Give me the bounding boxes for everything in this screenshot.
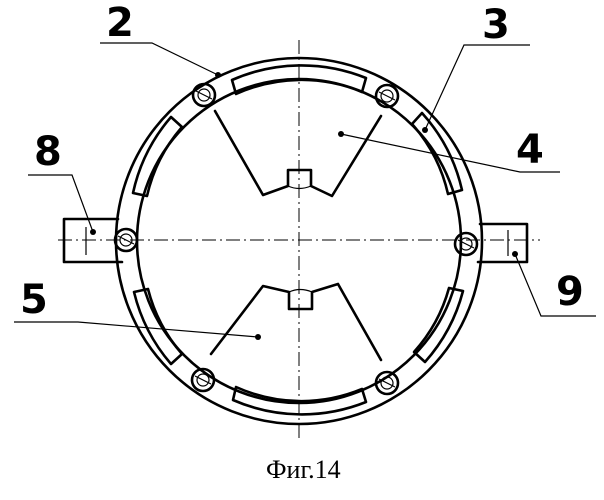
slot-upper-right: [412, 113, 462, 194]
upper-jaw: [215, 111, 381, 196]
figure-caption: Фиг.14: [266, 455, 341, 484]
label-5: 5: [20, 277, 48, 323]
leader-lines: [14, 43, 596, 337]
label-3: 3: [482, 2, 510, 48]
lower-jaw: [211, 284, 381, 360]
slot-lower-left: [134, 289, 182, 364]
label-8: 8: [34, 129, 62, 175]
screw-right: [455, 233, 477, 255]
label-9: 9: [556, 269, 584, 315]
label-2: 2: [106, 0, 134, 46]
right-bracket: [478, 224, 527, 262]
label-4: 4: [516, 127, 544, 173]
screw-top-left: [193, 84, 215, 106]
slot-upper-left: [133, 117, 182, 196]
